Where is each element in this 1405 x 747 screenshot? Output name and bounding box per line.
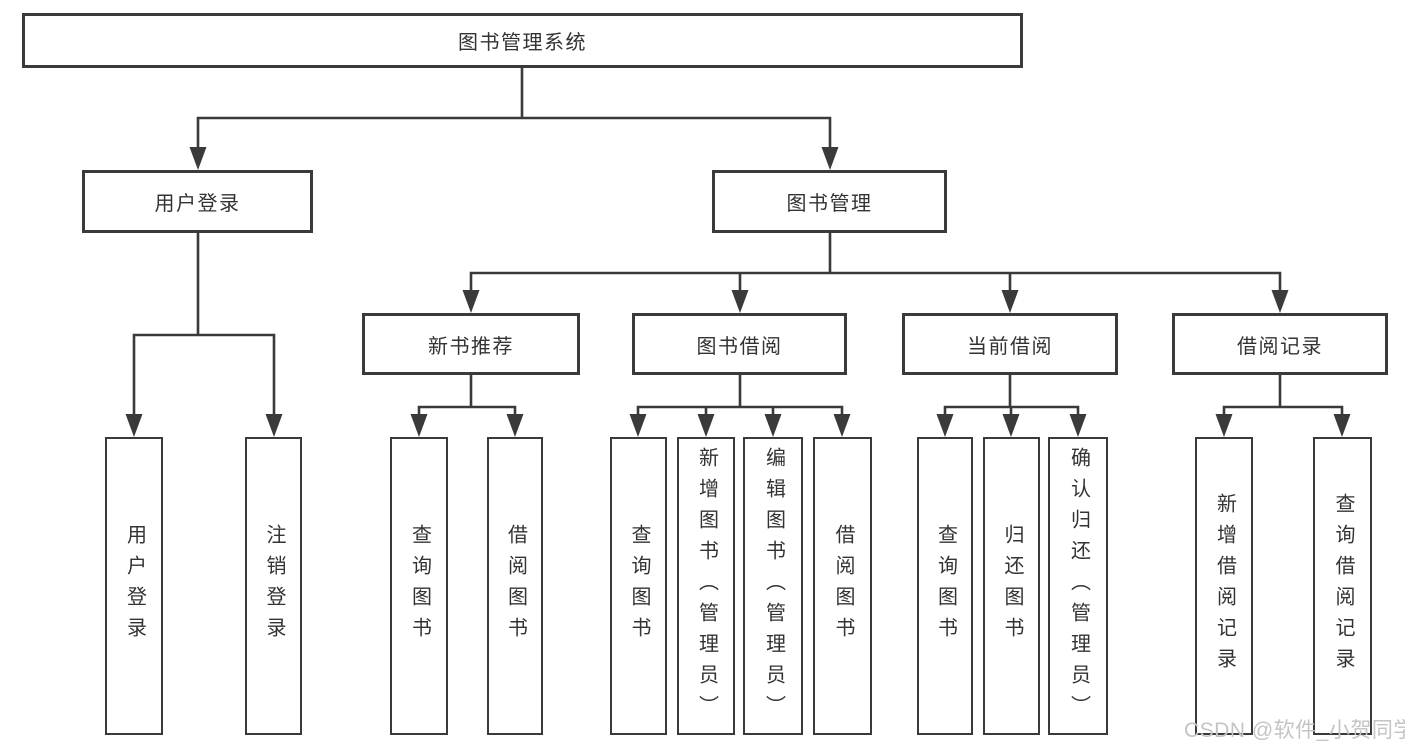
- node-br-query-label: 查询借阅记录: [1332, 493, 1354, 679]
- node-new-book-rec-label: 新书推荐: [428, 335, 514, 358]
- node-book-borrow: 图书借阅: [632, 313, 847, 375]
- node-bb-borrow: 借阅图书: [813, 437, 872, 735]
- node-login: 用户登录: [105, 437, 163, 735]
- node-bb-query: 查询图书: [610, 437, 667, 735]
- node-cb-query: 查询图书: [917, 437, 973, 735]
- watermark: CSDN @软件_小贺同学: [1184, 719, 1405, 742]
- node-bb-add: 新增图书（管理员）: [677, 437, 735, 735]
- node-rec-borrow-label: 借阅图书: [504, 524, 527, 648]
- node-book-mgmt-label: 图书管理: [786, 193, 873, 215]
- node-rec-query: 查询图书: [390, 437, 448, 735]
- node-borrow-records: 借阅记录: [1172, 313, 1388, 375]
- node-cb-return: 归还图书: [983, 437, 1040, 735]
- node-user-login: 用户登录: [82, 170, 313, 233]
- node-rec-query-label: 查询图书: [408, 524, 431, 648]
- node-root: 图书管理系统: [22, 13, 1023, 68]
- node-bb-edit-label: 编辑图书（管理员）: [762, 446, 785, 726]
- node-br-add: 新增借阅记录: [1195, 437, 1253, 735]
- node-bb-add-label: 新增图书（管理员）: [695, 446, 718, 726]
- node-cb-confirm: 确认归还（管理员）: [1048, 437, 1108, 735]
- node-cb-confirm-label: 确认归还（管理员）: [1067, 446, 1090, 726]
- node-user-login-label: 用户登录: [154, 193, 241, 215]
- node-bb-edit: 编辑图书（管理员）: [743, 437, 803, 735]
- node-borrow-records-label: 借阅记录: [1237, 335, 1323, 358]
- node-current-borrow-label: 当前借阅: [967, 335, 1053, 358]
- node-logout: 注销登录: [245, 437, 302, 735]
- node-book-borrow-label: 图书借阅: [696, 335, 783, 358]
- node-bb-query-label: 查询图书: [628, 524, 650, 648]
- node-root-label: 图书管理系统: [458, 32, 587, 54]
- node-rec-borrow: 借阅图书: [487, 437, 543, 735]
- node-bb-borrow-label: 借阅图书: [832, 524, 854, 648]
- node-login-label: 用户登录: [123, 524, 146, 648]
- node-br-query: 查询借阅记录: [1313, 437, 1372, 735]
- node-new-book-rec: 新书推荐: [362, 313, 580, 375]
- node-logout-label: 注销登录: [263, 524, 285, 648]
- node-book-mgmt: 图书管理: [712, 170, 947, 233]
- node-cb-query-label: 查询图书: [934, 524, 957, 648]
- node-cb-return-label: 归还图书: [1001, 524, 1023, 648]
- node-current-borrow: 当前借阅: [902, 313, 1118, 375]
- node-br-add-label: 新增借阅记录: [1213, 493, 1236, 679]
